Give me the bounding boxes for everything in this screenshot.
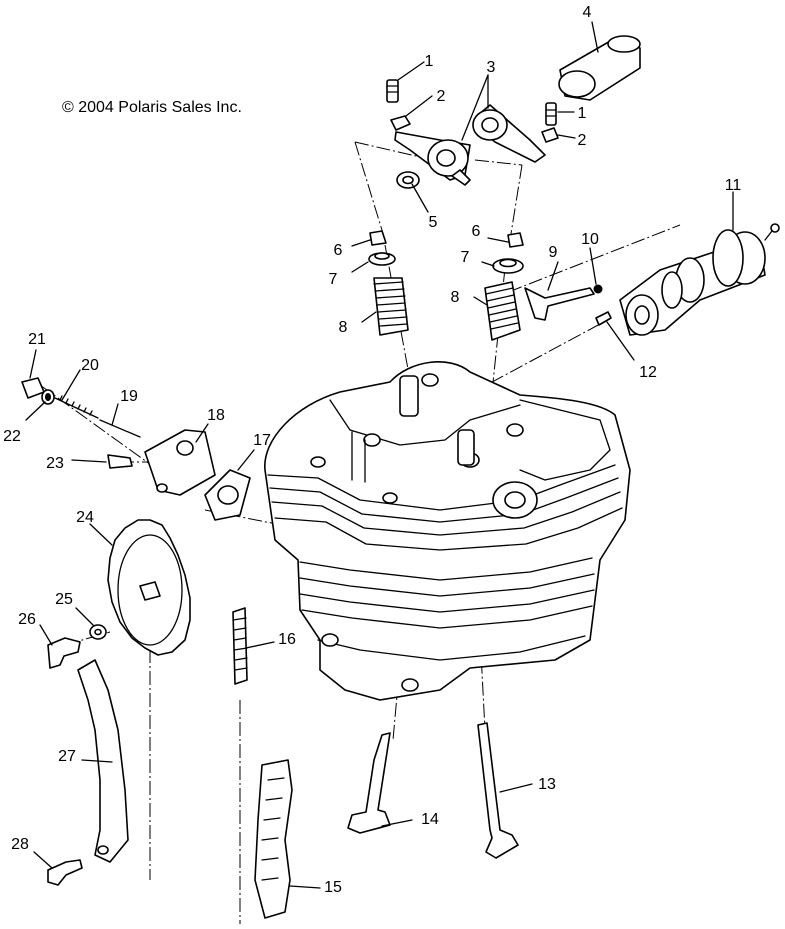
sprocket-bolt <box>47 637 81 669</box>
nut-left <box>390 115 411 131</box>
callout-25: 25 <box>55 591 73 608</box>
tensioner-mount-bolt <box>107 454 133 469</box>
callout-2: 2 <box>437 88 446 105</box>
nut-right <box>541 127 559 143</box>
callout-19: 19 <box>120 388 138 405</box>
callout-4: 4 <box>583 4 592 21</box>
callout-12: 12 <box>639 364 657 381</box>
tensioner-body <box>144 429 216 496</box>
callout-1: 1 <box>425 53 434 70</box>
callout-11: 11 <box>725 177 742 194</box>
decompressor-spring <box>593 284 603 294</box>
callout-26: 26 <box>18 611 36 628</box>
exhaust-valve <box>477 722 519 859</box>
callout-13: 13 <box>538 776 556 793</box>
callout-14: 14 <box>421 811 439 828</box>
tensioner-bolt <box>21 377 45 399</box>
cylinder-head <box>264 361 631 701</box>
callout-27: 27 <box>58 748 76 765</box>
cam-sprocket-assembly <box>47 519 191 669</box>
valve-train <box>368 230 524 341</box>
cam-chain-and-guides <box>47 607 293 919</box>
callout-1: 1 <box>578 105 587 122</box>
callout-16: 16 <box>278 631 296 648</box>
callout-6: 6 <box>472 223 481 240</box>
copyright-notice: © 2004 Polaris Sales Inc. <box>62 99 242 116</box>
callout-20: 20 <box>81 357 99 374</box>
spring-left <box>373 277 409 336</box>
callout-2: 2 <box>578 132 587 149</box>
callout-8: 8 <box>339 319 348 336</box>
callout-15: 15 <box>324 879 342 896</box>
callout-7: 7 <box>461 249 470 266</box>
tensioner-assembly <box>21 377 251 521</box>
adjuster-screw-right <box>545 102 557 126</box>
intake-valve <box>347 732 391 834</box>
callout-5: 5 <box>429 214 438 231</box>
keeper-left <box>369 230 387 246</box>
leader-lines <box>25 21 734 889</box>
callout-3: 3 <box>487 59 496 76</box>
tensioner-plunger <box>99 419 141 438</box>
spring-right <box>484 281 521 341</box>
cam-chain <box>232 607 248 685</box>
callout-22: 22 <box>3 428 21 445</box>
callout-23: 23 <box>46 455 64 472</box>
callout-21: 21 <box>28 331 46 348</box>
callout-10: 10 <box>581 231 599 248</box>
pin <box>595 311 612 326</box>
callout-8: 8 <box>451 289 460 306</box>
callout-17: 17 <box>253 432 271 449</box>
callout-6: 6 <box>334 242 343 259</box>
callout-28: 28 <box>11 836 29 853</box>
adjuster-screw-left <box>386 79 399 103</box>
decompressor-lever <box>524 287 595 321</box>
valves <box>347 722 519 859</box>
guide-bolt <box>47 859 83 886</box>
callout-numbers: 1234125678678910111221201918222317242526… <box>3 4 741 896</box>
keeper-right <box>507 232 524 248</box>
callout-7: 7 <box>329 271 338 288</box>
camshaft-assembly <box>524 223 780 336</box>
callout-9: 9 <box>549 244 558 261</box>
rocker-assembly <box>386 35 641 189</box>
tensioner-spring <box>54 397 99 419</box>
callout-18: 18 <box>207 407 225 424</box>
callout-24: 24 <box>76 509 94 526</box>
